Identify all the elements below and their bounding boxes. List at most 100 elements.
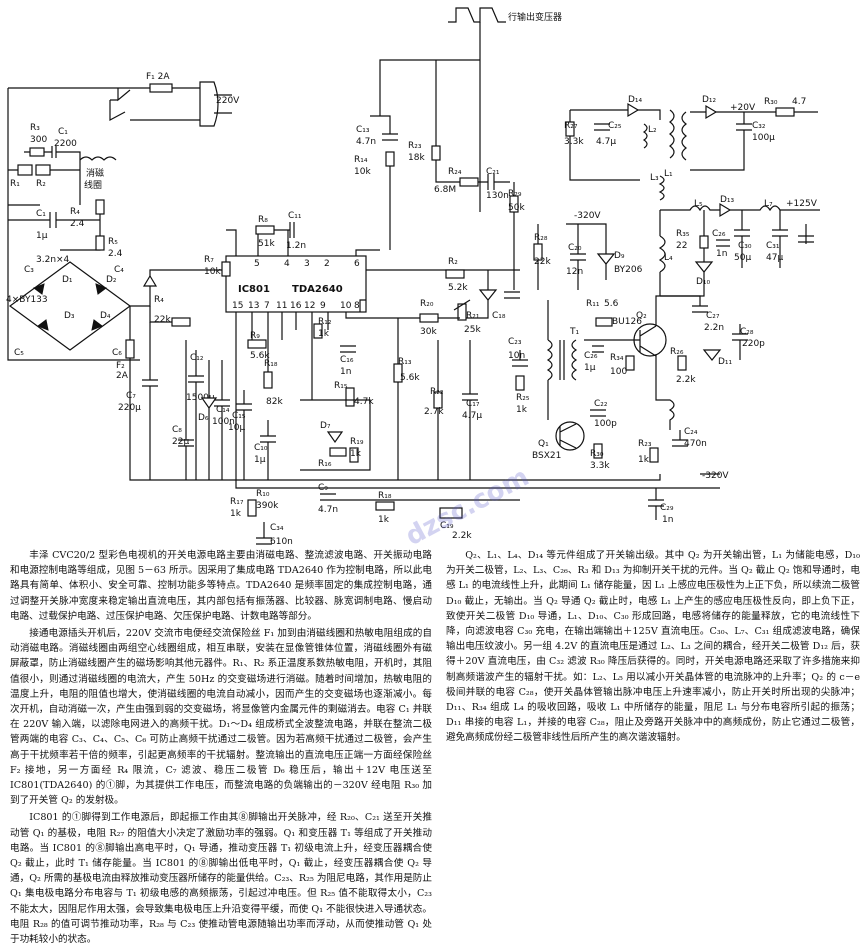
- label-r8: R₈: [258, 215, 268, 225]
- zener-d7-icon: [326, 431, 344, 444]
- label-r9-value: 5.6k: [250, 351, 270, 361]
- ic-pin-bot-7: 9: [320, 301, 326, 311]
- label-r26: R₂₆: [670, 347, 684, 357]
- label-r18-value: 82k: [266, 397, 283, 407]
- label-c15-value: 10μ: [228, 423, 245, 433]
- diode-d2-icon: [95, 283, 108, 295]
- label-c1b: C₁: [36, 209, 46, 219]
- label-l5: L₅: [694, 199, 703, 209]
- label-c29: C₂₉: [660, 503, 674, 513]
- label-r21-value: 25k: [464, 325, 481, 335]
- label-r30: R₃₀: [764, 97, 778, 107]
- diode-d9-icon: [596, 253, 616, 265]
- label-c9: C₉: [318, 483, 328, 493]
- label-r23: R₂₃: [408, 141, 422, 151]
- label-c32-value: 100μ: [752, 133, 775, 143]
- label-l1: L₁: [664, 169, 673, 179]
- label-r2b: R₂: [448, 257, 458, 267]
- diode-d3-icon: [36, 319, 49, 331]
- pulse-waveform-icon: [448, 7, 506, 23]
- label-l2: L₂: [648, 125, 657, 135]
- label-flyback: 行输出变压器: [508, 11, 562, 23]
- label-d11: D₁₁: [718, 357, 733, 367]
- label-c16: C₁₆: [340, 355, 354, 365]
- label-c7: C₇: [126, 391, 136, 401]
- label-r16: R₁₆: [318, 459, 332, 469]
- label-c22: C₂₂: [594, 399, 608, 409]
- label-bridge-diodes: 4×BY133: [6, 295, 48, 305]
- label-r12: R₁₂: [318, 317, 332, 327]
- label-r14-value: 10k: [354, 167, 371, 177]
- tap-320v: -320V R₂₈ 22k C₂₀ 12n D₉ BY206: [533, 211, 643, 290]
- diode-d8-icon: [478, 289, 498, 301]
- label-ic-part: TDA2640: [292, 284, 343, 295]
- label-v125: +125V: [786, 199, 818, 209]
- label-degauss: 消磁: [86, 167, 104, 179]
- label-r18b: R₁₈: [378, 491, 392, 501]
- ic-pin-bot-4: 11: [276, 301, 287, 311]
- label-c26b-value: 1μ: [584, 363, 596, 373]
- label-c17-value: 4.7μ: [462, 411, 482, 421]
- label-c11-value: 1.2n: [286, 241, 306, 251]
- label-r22: R₂₂: [430, 387, 444, 397]
- label-r9: R₉: [250, 331, 260, 341]
- label-c1-value: 2200: [54, 139, 77, 149]
- label-c8: C₈: [172, 425, 182, 435]
- label-q1-value: BSX21: [532, 451, 561, 461]
- label-c34-value: 610n: [270, 537, 293, 547]
- label-r34: R₃₄: [610, 353, 624, 363]
- label-r7-value: 10k: [204, 267, 221, 277]
- label-c17: C₁₇: [466, 399, 480, 409]
- label-c27-value: 2.2n: [704, 323, 724, 333]
- label-v20: +20V: [730, 103, 756, 113]
- ic801-chip: [225, 255, 367, 313]
- label-c28: C₂₈: [740, 327, 754, 337]
- label-c15: C₁₅: [232, 411, 246, 421]
- label-r27-value: 3.3k: [564, 137, 584, 147]
- label-f2: F₂: [116, 361, 125, 371]
- switch-stage: R₁₁ 5.6 BU126 Q₂ C₂₆ 1μ R₃₄ 100 C₂₇ 2.2n…: [584, 295, 765, 525]
- ic-pin-top-2: 4: [284, 259, 290, 269]
- label-q2: Q₂: [636, 311, 647, 321]
- label-r24: R₂₄: [448, 167, 462, 177]
- ic-pin-bot-2: 13: [248, 301, 259, 311]
- label-c14-value: 100n: [212, 417, 235, 427]
- label-r35: R₃₅: [676, 229, 690, 239]
- label-r30b: R₃₀: [590, 449, 604, 459]
- label-c29-value: 1n: [662, 515, 673, 525]
- label-r17: R₁₇: [230, 497, 244, 507]
- label-c25-value: 4.7μ: [596, 137, 616, 147]
- diode-d1-icon: [32, 283, 45, 295]
- label-r15: R₁₅: [334, 381, 348, 391]
- label-bridge-caps: 3.2n×4: [36, 255, 70, 265]
- label-d10: D₁₀: [696, 277, 711, 287]
- label-degauss-2: 线圈: [84, 179, 102, 191]
- label-r15-value: 4.7k: [354, 397, 374, 407]
- label-r5-value: 2.4: [108, 249, 123, 259]
- label-r23b: R₂₃: [638, 439, 652, 449]
- label-c10: C₁₀: [254, 443, 268, 453]
- label-c16-value: 1n: [340, 367, 351, 377]
- label-r29: R₂₉: [508, 189, 522, 199]
- label-r10: R₁₀: [256, 489, 270, 499]
- label-l3: L₃: [650, 173, 659, 183]
- label-r34-value: 100: [610, 367, 627, 377]
- label-v320b: -320V: [702, 471, 729, 481]
- ic-pin-top-5: 6: [354, 259, 360, 269]
- label-c22-value: 100p: [594, 419, 617, 429]
- label-r11-value: 5.6: [604, 299, 619, 309]
- ic-pin-bot-1: 15: [232, 301, 243, 311]
- label-r7: R₇: [204, 255, 214, 265]
- label-c21: C₂₁: [486, 167, 500, 177]
- label-r13: R₁₃: [398, 357, 412, 367]
- label-c5: C₅: [14, 348, 24, 358]
- label-r8-value: 51k: [258, 239, 275, 249]
- label-d2: D₂: [106, 275, 117, 285]
- label-c20: C₂₀: [568, 243, 582, 253]
- label-r24-value: 6.8M: [434, 185, 456, 195]
- flyback-feedback: 行输出变压器 C₁₃ 4.7n R₁₄ 10k R₂₃ 18k R₂₄ 6.8M…: [354, 7, 818, 290]
- label-r18: R₁₈: [264, 359, 278, 369]
- label-c4: C₄: [114, 265, 124, 275]
- label-r20-value: 30k: [420, 327, 437, 337]
- paragraph-degauss: 接通电源插头开机后，220V 交流市电便经交流保险丝 F₁ 加到由消磁线圈和热敏…: [10, 628, 432, 807]
